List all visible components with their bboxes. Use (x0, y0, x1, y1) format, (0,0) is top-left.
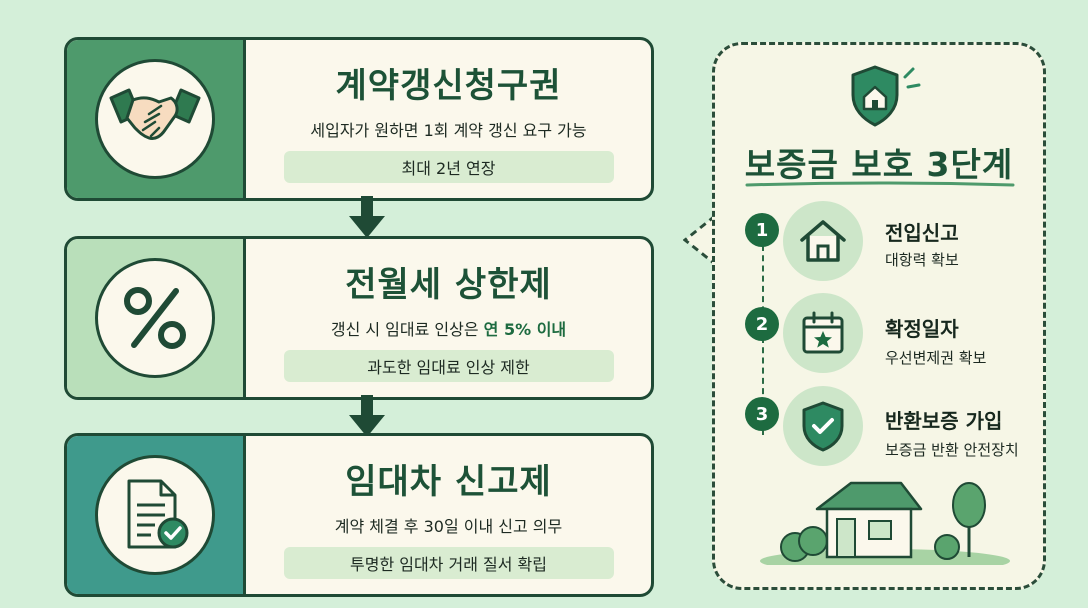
step-description: 대항력 확보 (885, 251, 959, 269)
card-contract-renewal: 계약갱신청구권 세입자가 원하면 1회 계약 갱신 요구 가능 최대 2년 연장 (64, 37, 654, 201)
step-title: 전입신고 (885, 221, 959, 245)
shield-check-icon (783, 386, 863, 466)
step-description: 보증금 반환 안전장치 (885, 441, 1019, 459)
down-arrow-icon (349, 395, 385, 437)
card-body: 계약갱신청구권 세입자가 원하면 1회 계약 갱신 요구 가능 최대 2년 연장 (243, 40, 651, 198)
step-number: 3 (745, 397, 779, 431)
card-body: 임대차 신고제 계약 체결 후 30일 이내 신고 의무 투명한 임대차 거래 … (243, 436, 651, 594)
step-title: 확정일자 (885, 317, 959, 341)
house-illustration (760, 481, 1010, 565)
card-description: 갱신 시 임대료 인상은 연 5% 이내 (331, 316, 566, 340)
step-number: 2 (745, 307, 779, 341)
step-description: 우선변제권 확보 (885, 349, 987, 367)
house-icon (783, 201, 863, 281)
deposit-protection-panel: 보증금 보호 3단계 1 전입신고 대항력 확보 2 확정일자 우선변제권 확보… (712, 42, 1046, 590)
document-check-icon (95, 455, 215, 575)
card-title: 전월세 상한제 (345, 265, 552, 305)
card-description: 세입자가 원하면 1회 계약 갱신 요구 가능 (310, 121, 587, 140)
speech-pointer (683, 216, 716, 264)
card-description: 계약 체결 후 30일 이내 신고 의무 (334, 517, 563, 536)
step-number: 1 (745, 213, 779, 247)
card-title: 계약갱신청구권 (335, 66, 562, 106)
calendar-star-icon (783, 293, 863, 373)
card-icon-panel (67, 436, 243, 594)
card-tag: 최대 2년 연장 (283, 151, 614, 183)
card-body: 전월세 상한제 갱신 시 임대료 인상은 연 5% 이내 과도한 임대료 인상 … (243, 239, 651, 397)
down-arrow-icon (349, 196, 385, 238)
title-underline (745, 181, 1015, 187)
card-rent-cap: 전월세 상한제 갱신 시 임대료 인상은 연 5% 이내 과도한 임대료 인상 … (64, 236, 654, 400)
card-lease-report: 임대차 신고제 계약 체결 후 30일 이내 신고 의무 투명한 임대차 거래 … (64, 433, 654, 597)
card-icon-panel (67, 40, 243, 198)
card-tag: 투명한 임대차 거래 질서 확립 (283, 547, 614, 579)
percent-icon (95, 258, 215, 378)
card-icon-panel (67, 239, 243, 397)
shield-house-icon (851, 65, 921, 127)
handshake-icon (95, 59, 215, 179)
panel-title: 보증금 보호 3단계 (744, 145, 1014, 184)
step-title: 반환보증 가입 (885, 409, 1003, 433)
card-tag: 과도한 임대료 인상 제한 (283, 350, 614, 382)
card-description-text: 갱신 시 임대료 인상은 (330, 320, 484, 339)
card-description-highlight: 연 5% 이내 (483, 320, 567, 339)
card-title: 임대차 신고제 (345, 462, 552, 502)
